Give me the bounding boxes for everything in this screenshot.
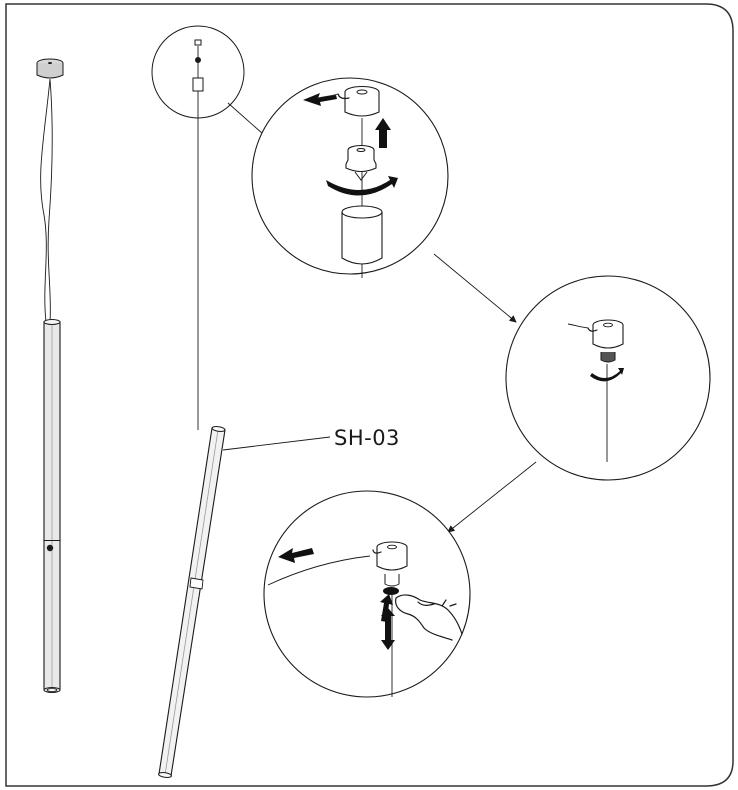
steel-cable bbox=[47, 78, 53, 323]
tube-joint-screw bbox=[46, 544, 54, 552]
light-tube bbox=[43, 319, 61, 693]
leader-arrow-1 bbox=[433, 253, 517, 323]
double-vertical-arrow-icon bbox=[381, 608, 395, 650]
cable-gripper-assembled bbox=[567, 319, 624, 363]
left-arrow-icon-2 bbox=[278, 548, 314, 563]
cable-gripper-top bbox=[317, 85, 380, 117]
leader-line-1 bbox=[227, 102, 264, 135]
up-arrow-icon bbox=[375, 118, 391, 148]
ceiling-canopy bbox=[36, 58, 64, 79]
tube-with-cable bbox=[151, 25, 331, 778]
assembled-pendant-light bbox=[36, 58, 64, 693]
left-arrow-icon bbox=[303, 93, 337, 106]
cable-gripper-release bbox=[372, 541, 408, 595]
threaded-nut bbox=[345, 144, 377, 181]
rotate-small-icon bbox=[590, 368, 624, 382]
part-callout-line bbox=[222, 436, 331, 451]
hand-illustration bbox=[395, 594, 463, 641]
detail-circle-1 bbox=[251, 77, 449, 278]
detail-circle-3 bbox=[263, 490, 471, 698]
rotate-arrow-icon bbox=[326, 176, 398, 196]
part-label-sh-03: SH-03 bbox=[334, 426, 400, 450]
leader-arrow-2 bbox=[447, 461, 537, 533]
power-cable bbox=[40, 78, 51, 323]
page-frame bbox=[5, 3, 734, 787]
tube-top-cylinder bbox=[341, 205, 383, 265]
detail-circle-2 bbox=[505, 275, 711, 481]
tube-sh-03 bbox=[158, 426, 226, 778]
